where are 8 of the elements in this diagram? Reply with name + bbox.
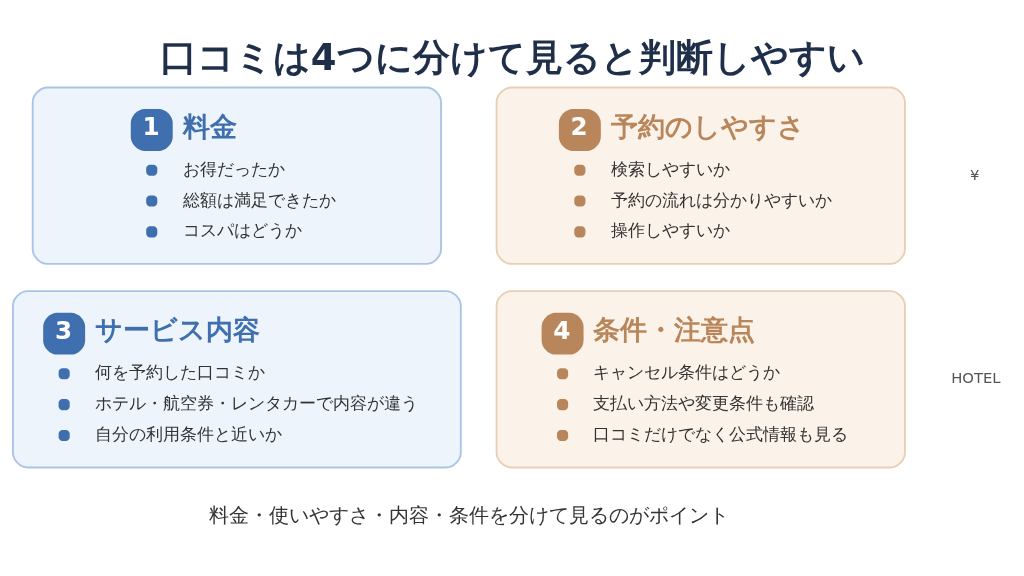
node-box: 3 サービス内容 何を予約した口コミか ホテル・航空券・レンタカーで内容が違う 自分の利用条件と近いか	[12, 290, 462, 469]
node-box: 1 料金 お得だったか 総額は満足できたか コスパはどうか	[31, 86, 442, 265]
diagram-title: 口コミは4つに分けて見ると判断しやすい	[159, 36, 865, 80]
label: HOTEL	[951, 369, 1001, 387]
caption: 料金・使いやすさ・内容・条件を分けて見るのがポイント	[208, 503, 729, 527]
label: ¥	[969, 165, 980, 183]
node-box: 2 予約のしやすさ 検索しやすいか 予約の流れは分かりやすいか 操作しやすいか	[495, 86, 906, 265]
node-box: 4 条件・注意点 キャンセル条件はどうか 支払い方法や変更条件も確認 口コミだけでなく公式情報も見る	[495, 290, 906, 469]
